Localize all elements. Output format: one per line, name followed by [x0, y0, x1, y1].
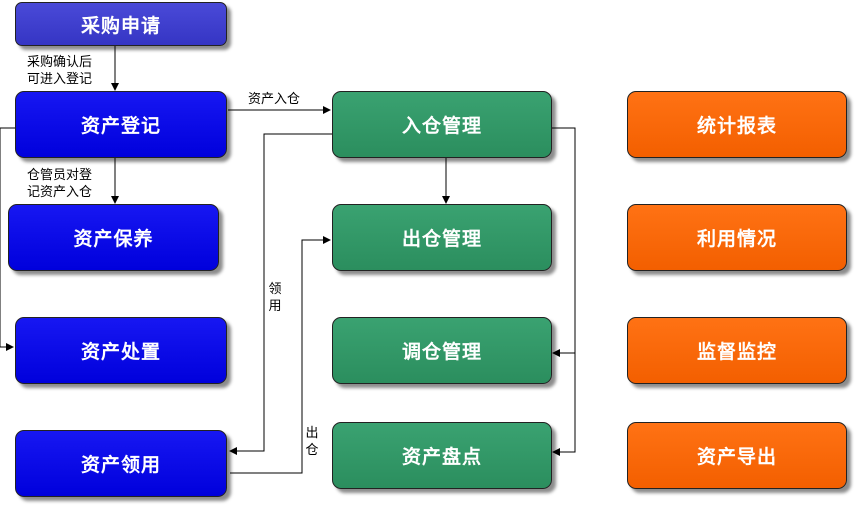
purchase-request-label: 采购申请 — [80, 14, 161, 37]
purchase-request-box[interactable]: 采购申请 — [15, 2, 227, 46]
export-label: 资产导出 — [696, 446, 777, 468]
confirm-edge-label-line1: 采购确认后 — [27, 55, 93, 70]
stock-in-label: 入仓管理 — [401, 115, 482, 137]
asset-dispose-box[interactable]: 资产处置 — [15, 317, 227, 384]
asset-dispose-label: 资产处置 — [80, 341, 161, 363]
stock-in-box[interactable]: 入仓管理 — [332, 91, 552, 158]
arrow-stockin-to-transfer — [552, 127, 576, 357]
supervision-label: 监督监控 — [696, 341, 777, 363]
asset-use-box[interactable]: 资产领用 — [15, 430, 227, 497]
keeper-edge-label-line2: 记资产入仓 — [27, 185, 93, 200]
confirm-edge-label-line2: 可进入登记 — [27, 72, 93, 87]
keeper-edge-label-line1: 仓管员对登 — [27, 168, 93, 183]
arrow-register-to-dispose — [0, 127, 15, 351]
asset-register-label: 资产登记 — [80, 115, 161, 137]
asset-in-edge-label: 资产入仓 — [248, 92, 301, 107]
arrow-stockin-to-use — [229, 133, 332, 455]
stock-out-label: 出仓管理 — [401, 228, 482, 250]
stock-transfer-box[interactable]: 调仓管理 — [332, 317, 552, 384]
keeper-edge-label: 仓管员对登 记资产入仓 — [27, 167, 92, 201]
asset-register-box[interactable]: 资产登记 — [15, 91, 227, 158]
stock-out-box[interactable]: 出仓管理 — [332, 204, 552, 271]
asset-maintain-box[interactable]: 资产保养 — [8, 204, 219, 271]
out-edge-label: 出仓 — [305, 426, 319, 458]
arrow-stockin-to-count — [552, 353, 576, 456]
usage-label: 利用情况 — [696, 228, 777, 250]
stock-transfer-label: 调仓管理 — [401, 341, 482, 363]
arrow-use-to-stockout — [230, 236, 331, 474]
asset-maintain-label: 资产保养 — [73, 228, 154, 250]
use-edge-label: 领用 — [268, 282, 282, 314]
report-box[interactable]: 统计报表 — [627, 91, 847, 158]
confirm-edge-label: 采购确认后 可进入登记 — [27, 54, 92, 88]
report-label: 统计报表 — [696, 115, 777, 137]
usage-box[interactable]: 利用情况 — [627, 204, 847, 271]
asset-count-label: 资产盘点 — [401, 446, 482, 468]
supervision-box[interactable]: 监督监控 — [627, 317, 847, 384]
export-box[interactable]: 资产导出 — [627, 422, 847, 489]
asset-count-box[interactable]: 资产盘点 — [332, 422, 552, 489]
asset-use-label: 资产领用 — [80, 454, 161, 476]
